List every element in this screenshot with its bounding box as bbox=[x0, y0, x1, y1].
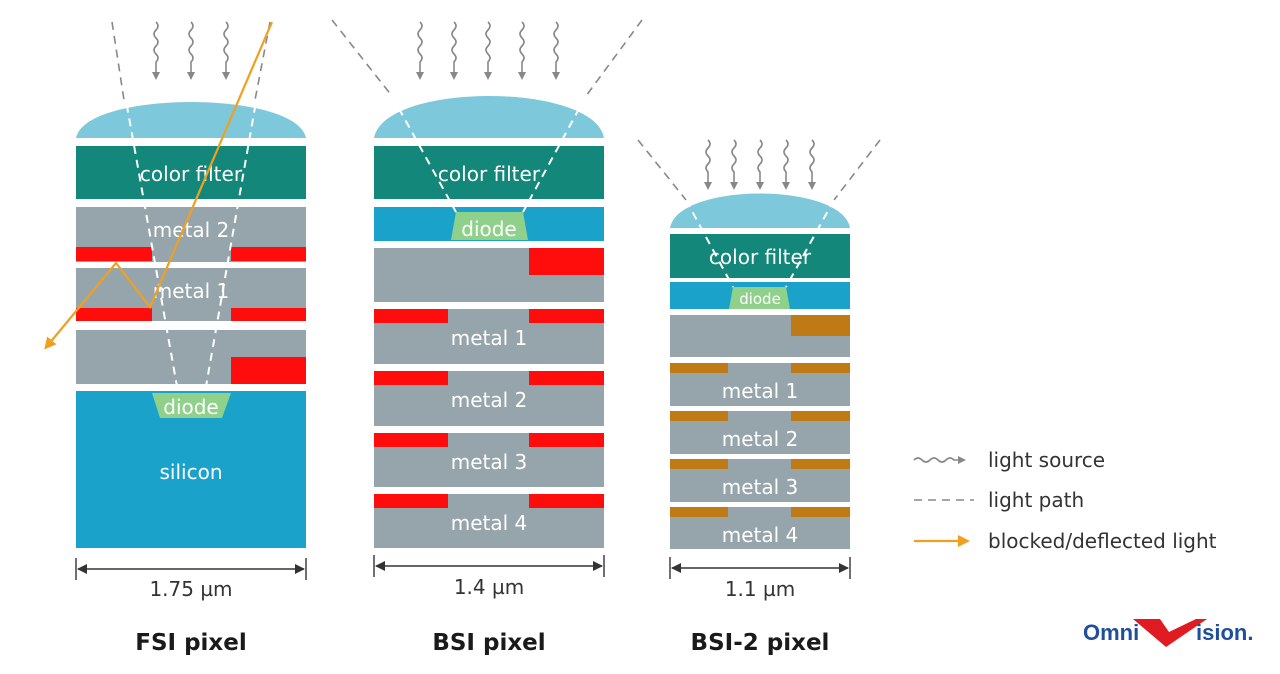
bsi-metal4-right-wire bbox=[529, 494, 604, 508]
bsi-dimension-label: 1.4 µm bbox=[454, 575, 524, 599]
fsi-microlens bbox=[76, 102, 306, 138]
fsi-dimension-label: 1.75 µm bbox=[149, 577, 232, 601]
fsi-diode bbox=[152, 393, 231, 418]
bsi-color-filter-label: color filter bbox=[438, 162, 541, 186]
bsi-metal2-right-wire bbox=[529, 371, 604, 385]
fsi-caption: FSI pixel bbox=[135, 630, 247, 656]
bsi2-metal2-right-wire bbox=[791, 411, 850, 421]
bsi2-metal3-label: metal 3 bbox=[722, 475, 799, 499]
bsi2-diode bbox=[729, 287, 790, 309]
bsi-metal1-left-wire bbox=[374, 309, 448, 323]
fsi-color-filter-label: color filter bbox=[140, 162, 243, 186]
bsi-color-filter bbox=[374, 146, 604, 199]
legend-light-source-label: light source bbox=[988, 448, 1105, 472]
fsi-lower-wire bbox=[231, 357, 306, 384]
logo-text-right: ision. bbox=[1196, 620, 1253, 645]
bsi2-metal1-label: metal 1 bbox=[722, 379, 799, 403]
bsi-metal1-label: metal 1 bbox=[451, 326, 528, 350]
fsi-light-path bbox=[111, 21, 271, 393]
bsi-metal4-left-wire bbox=[374, 494, 448, 508]
bsi2-caption: BSI-2 pixel bbox=[691, 630, 830, 656]
bsi-metal4-label: metal 4 bbox=[451, 511, 528, 535]
bsi2-color-filter bbox=[670, 234, 850, 278]
bsi-metal2-left-wire bbox=[374, 371, 448, 385]
bsi2-metal1-left-wire bbox=[670, 363, 728, 373]
bsi2-light-source-arrows bbox=[704, 139, 816, 190]
logo-v-swoosh bbox=[1133, 619, 1207, 647]
bsi2-metal2-label: metal 2 bbox=[722, 427, 799, 451]
bsi2-top-wire bbox=[791, 315, 850, 336]
bsi2-metal3-left-wire bbox=[670, 459, 728, 469]
bsi2-metal3-right-wire bbox=[791, 459, 850, 469]
fsi-blocked-light-ray bbox=[44, 21, 274, 350]
bsi-metal3-label: metal 3 bbox=[451, 450, 528, 474]
fsi-metal1-left-wire bbox=[76, 308, 152, 321]
fsi-metal2-left-wire bbox=[76, 247, 152, 261]
bsi-metal1-right-wire bbox=[529, 309, 604, 323]
bsi-light-source-arrows bbox=[416, 21, 560, 80]
bsi-caption: BSI pixel bbox=[432, 630, 545, 656]
bsi2-metal4-right-wire bbox=[791, 507, 850, 517]
logo-text-left: Omni bbox=[1083, 620, 1139, 645]
omnivision-logo: Omni ision. bbox=[1083, 619, 1253, 647]
bsi2-microlens bbox=[670, 193, 850, 228]
bsi2-dimension-label: 1.1 µm bbox=[725, 577, 795, 601]
bsi-metal3-right-wire bbox=[529, 433, 604, 447]
bsi-diode bbox=[451, 212, 528, 240]
fsi-metal2-right-wire bbox=[231, 247, 306, 261]
bsi2-diode-label: diode bbox=[739, 290, 781, 308]
bsi2-metal2-left-wire bbox=[670, 411, 728, 421]
bsi2-light-path bbox=[685, 199, 835, 288]
fsi-color-filter bbox=[76, 146, 306, 199]
bsi2-pixel: color filter diode metal 1 metal 2 metal… bbox=[637, 139, 881, 656]
fsi-light-source-arrows bbox=[152, 21, 230, 80]
fsi-metal2-label: metal 2 bbox=[153, 218, 230, 242]
fsi-pixel: color filter metal 2 metal 1 silicon dio… bbox=[44, 21, 307, 656]
bsi-diode-label: diode bbox=[461, 217, 517, 241]
legend-light-source-icon bbox=[913, 456, 966, 464]
fsi-metal1-label: metal 1 bbox=[153, 279, 230, 303]
fsi-silicon-label: silicon bbox=[160, 460, 223, 484]
fsi-diode-label: diode bbox=[163, 395, 219, 419]
legend: light source light path blocked/deflecte… bbox=[913, 448, 1217, 553]
legend-blocked-light-label: blocked/deflected light bbox=[988, 529, 1217, 553]
bsi-top-wire bbox=[529, 248, 604, 275]
bsi-light-path-outside bbox=[331, 19, 643, 97]
legend-light-path-label: light path bbox=[988, 488, 1084, 512]
bsi-pixel: color filter diode metal 1 metal 2 metal… bbox=[331, 19, 643, 656]
bsi-metal2-label: metal 2 bbox=[451, 388, 528, 412]
bsi2-metal4-left-wire bbox=[670, 507, 728, 517]
bsi2-metal1-right-wire bbox=[791, 363, 850, 373]
bsi-microlens bbox=[374, 96, 604, 138]
bsi2-color-filter-label: color filter bbox=[709, 245, 812, 269]
bsi2-light-path-outside bbox=[637, 139, 881, 201]
bsi2-metal4-label: metal 4 bbox=[722, 523, 799, 547]
bsi-metal3-left-wire bbox=[374, 433, 448, 447]
fsi-metal1-right-wire bbox=[231, 308, 306, 321]
